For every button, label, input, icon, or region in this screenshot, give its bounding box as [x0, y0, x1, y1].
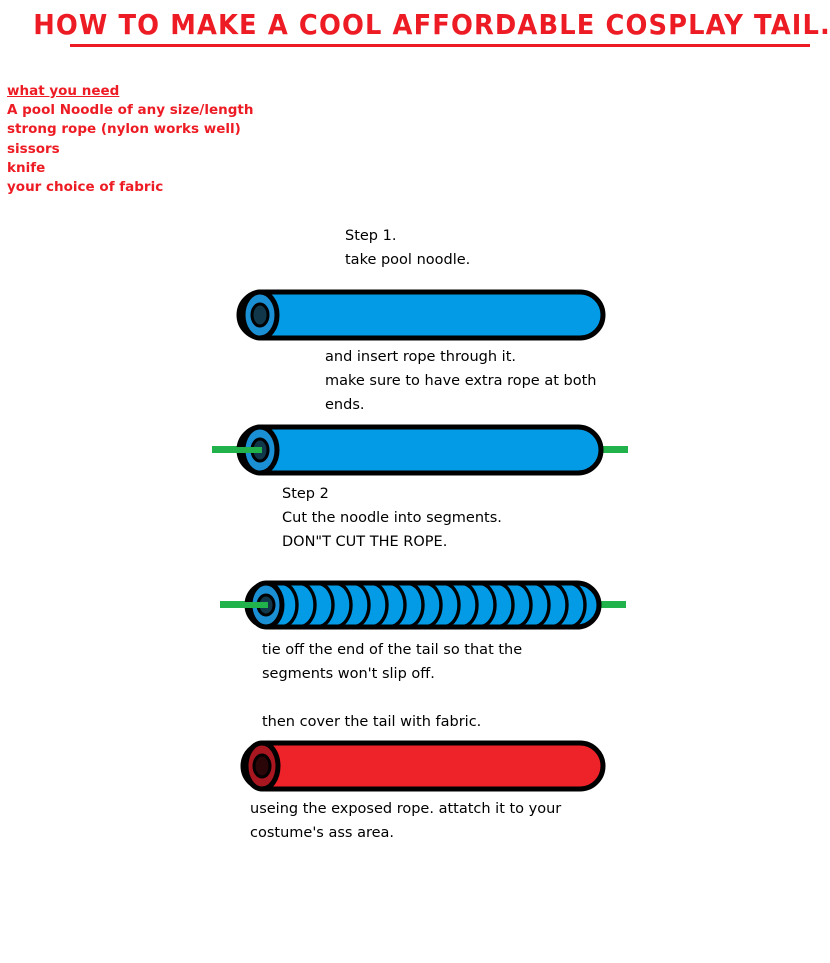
- step-2-text: Step 2 Cut the noodle into segments. DON…: [282, 486, 502, 550]
- figure-segmented-noodle: [220, 580, 626, 630]
- rope-through-hole: [232, 447, 262, 453]
- rope-through-hole: [240, 602, 268, 608]
- rope-right: [598, 601, 626, 608]
- figure-fabric-covered-tail: [240, 740, 606, 792]
- materials-heading: what you need: [7, 83, 120, 99]
- noodle-body: [236, 289, 606, 341]
- segment-dividers: [281, 581, 587, 629]
- insert-rope-text: and insert rope through it. make sure to…: [325, 349, 597, 413]
- step-1-text: Step 1. take pool noodle.: [345, 228, 471, 268]
- tail-body: [240, 740, 606, 792]
- noodle-body: [236, 424, 604, 476]
- title-underline: [70, 44, 810, 47]
- figure-noodle-with-rope: [212, 424, 628, 476]
- figure-plain-noodle: [236, 289, 606, 341]
- page-title: HOW TO MAKE A COOL AFFORDABLE COSPLAY TA…: [33, 8, 830, 41]
- materials-item: knife: [7, 159, 46, 176]
- materials-item: A pool Noodle of any size/length: [7, 102, 254, 119]
- tie-off-text: tie off the end of the tail so that the …: [262, 642, 523, 730]
- materials-item: sissors: [7, 140, 60, 157]
- materials-item: strong rope (nylon works well): [7, 121, 241, 138]
- materials-list: what you need A pool Noodle of any size/…: [7, 82, 253, 197]
- tail-center-hole: [252, 753, 272, 779]
- attach-text: useing the exposed rope. attatch it to y…: [250, 801, 562, 841]
- rope-right: [600, 446, 628, 453]
- noodle-center-hole: [250, 302, 270, 328]
- materials-item: your choice of fabric: [7, 179, 164, 196]
